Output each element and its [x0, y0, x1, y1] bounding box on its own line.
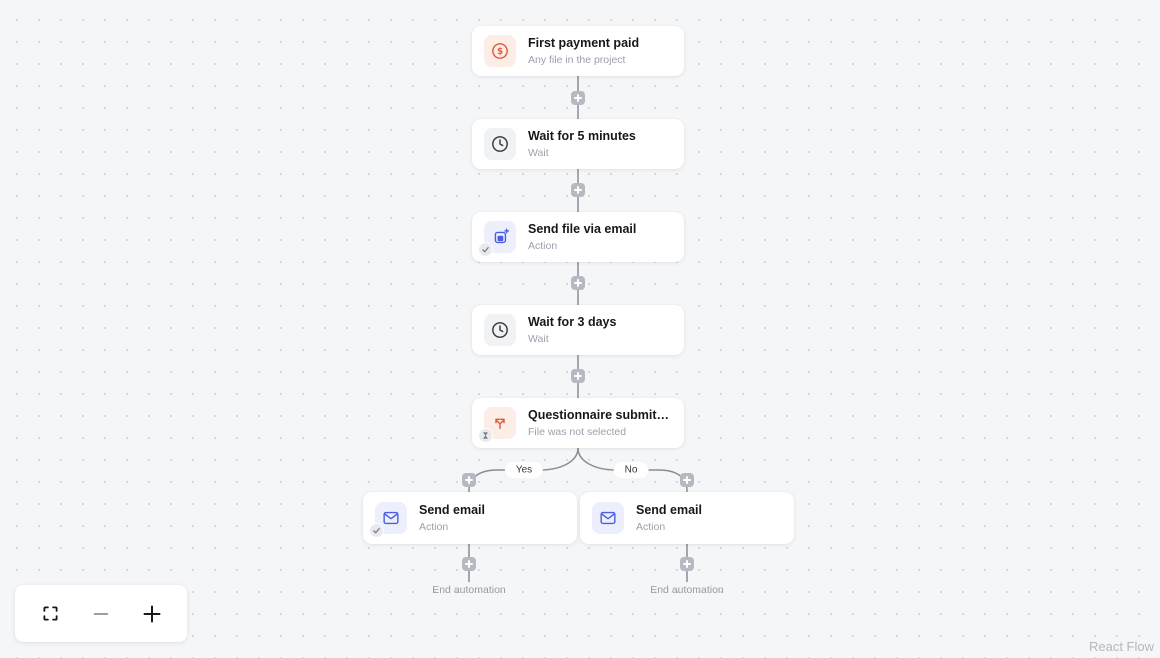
- node-title: First payment paid: [528, 35, 640, 50]
- react-flow-attribution[interactable]: React Flow: [1088, 639, 1154, 654]
- node-subtitle: Any file in the project: [528, 54, 626, 67]
- add-node-button[interactable]: [680, 557, 694, 571]
- node-send-email-no[interactable]: Send email Action: [580, 492, 794, 544]
- node-wait-5-minutes[interactable]: Wait for 5 minutes Wait: [472, 119, 684, 169]
- zoom-in-button[interactable]: [133, 595, 171, 633]
- node-subtitle: Action: [636, 521, 666, 534]
- node-title: Wait for 3 days: [528, 314, 617, 329]
- node-subtitle: Wait: [528, 333, 549, 346]
- check-badge-icon: [478, 242, 493, 257]
- clock-icon: [484, 314, 516, 346]
- node-subtitle: File was not selected: [528, 426, 627, 439]
- zoom-out-button[interactable]: [82, 595, 120, 633]
- add-node-button[interactable]: [462, 473, 476, 487]
- node-title: Send email: [636, 502, 702, 517]
- mail-icon: [369, 502, 407, 538]
- node-title: Send file via email: [528, 221, 637, 236]
- node-condition-questionnaire[interactable]: Questionnaire submitted within... File w…: [472, 398, 684, 448]
- add-node-button[interactable]: [462, 557, 476, 571]
- node-title: Wait for 5 minutes: [528, 128, 636, 143]
- end-automation-label: End automation: [432, 584, 506, 596]
- hourglass-badge-icon: [478, 428, 493, 443]
- node-subtitle: Action: [528, 240, 558, 253]
- fit-view-icon: [42, 606, 58, 621]
- minus-icon: [93, 612, 109, 615]
- dollar-circle-icon: $: [484, 35, 516, 67]
- node-subtitle: Action: [419, 521, 449, 534]
- add-node-button[interactable]: [680, 473, 694, 487]
- node-wait-3-days[interactable]: Wait for 3 days Wait: [472, 305, 684, 355]
- add-node-button[interactable]: [571, 183, 585, 197]
- node-trigger-first-payment[interactable]: $ First payment paid Any file in the pro…: [472, 26, 684, 76]
- svg-text:$: $: [497, 47, 503, 57]
- node-title: Send email: [419, 502, 485, 517]
- add-node-button[interactable]: [571, 369, 585, 383]
- clock-icon: [484, 128, 516, 160]
- add-node-button[interactable]: [571, 91, 585, 105]
- check-badge-icon: [369, 523, 384, 538]
- fit-view-button[interactable]: [31, 595, 69, 633]
- plus-icon: [143, 605, 161, 622]
- node-title: Questionnaire submitted within...: [528, 407, 672, 422]
- canvas-controls: [15, 585, 187, 642]
- mail-icon: [592, 502, 624, 534]
- add-node-button[interactable]: [571, 276, 585, 290]
- end-automation-label: End automation: [650, 584, 724, 596]
- copy-plus-icon: [478, 221, 516, 257]
- split-branch-icon: [478, 407, 516, 443]
- node-send-file-via-email[interactable]: Send file via email Action: [472, 212, 684, 262]
- branch-label-no: No: [613, 461, 649, 479]
- branch-label-yes: Yes: [504, 461, 544, 479]
- node-send-email-yes[interactable]: Send email Action: [363, 492, 577, 544]
- node-subtitle: Wait: [528, 147, 549, 160]
